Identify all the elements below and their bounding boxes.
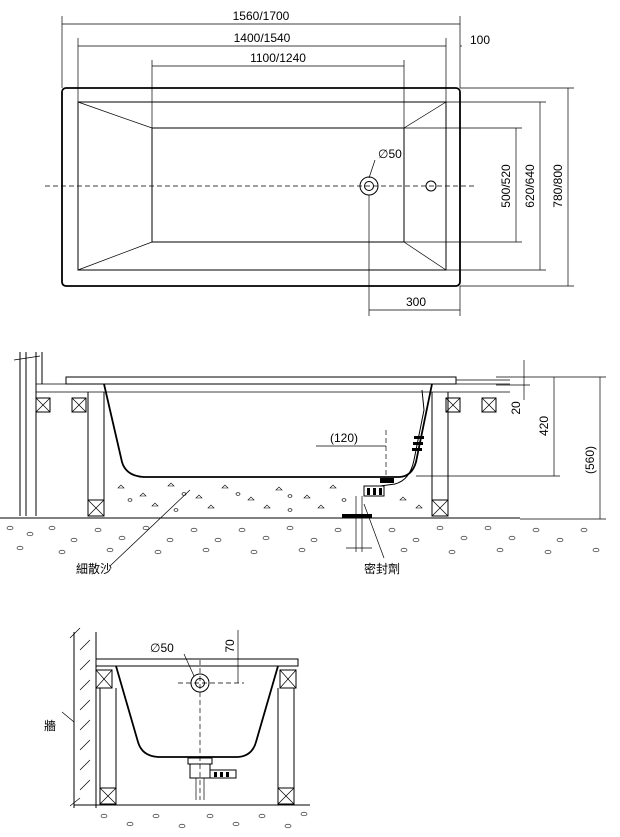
- end-ground-texture: [100, 811, 308, 829]
- side-view: (120) 20 420 (560) 細散沙 密封劑: [0, 352, 606, 576]
- dim-offset: 100: [470, 33, 490, 47]
- dim-overflow: 70: [223, 639, 237, 653]
- tub-bottom: [151, 127, 405, 243]
- drain-inner-circle: [364, 181, 374, 191]
- end-tub-body: [115, 665, 279, 758]
- tub-outer-rim: [61, 87, 461, 287]
- dim-bottom-width: 500/520: [499, 164, 513, 208]
- dim-overall-length: 1560/1700: [233, 9, 290, 23]
- dim-drain-offset: 300: [406, 295, 426, 309]
- dim-rim: 20: [509, 401, 523, 415]
- side-tub-body: [103, 383, 433, 478]
- end-rim: [95, 658, 299, 667]
- side-rim: [65, 376, 457, 385]
- end-view: 牆 ∅50 70: [44, 627, 310, 829]
- label-wall: 牆: [44, 718, 56, 733]
- dim-total-height: (560): [583, 446, 597, 474]
- ground-texture: [6, 525, 600, 555]
- plan-view: ∅50 1560/1700 1400/1540 1100/1240 100 50…: [45, 9, 574, 316]
- wall-hatch: [79, 639, 91, 791]
- dim-inner-length: 1400/1540: [234, 31, 291, 45]
- sand-texture: [117, 482, 423, 512]
- label-seal: 密封劑: [364, 561, 400, 576]
- dim-depth: 420: [537, 416, 551, 436]
- dim-inner-width: 620/640: [523, 164, 537, 208]
- end-drain-label: ∅50: [150, 641, 174, 655]
- dim-overall-width: 780/800: [551, 164, 565, 208]
- dim-drain-height: (120): [330, 431, 358, 445]
- overflow-pipe: [379, 389, 425, 487]
- label-sand: 細散沙: [76, 561, 112, 576]
- overflow-hole: [425, 180, 437, 192]
- plan-drain-label: ∅50: [378, 147, 402, 161]
- dim-bottom-length: 1100/1240: [250, 51, 306, 65]
